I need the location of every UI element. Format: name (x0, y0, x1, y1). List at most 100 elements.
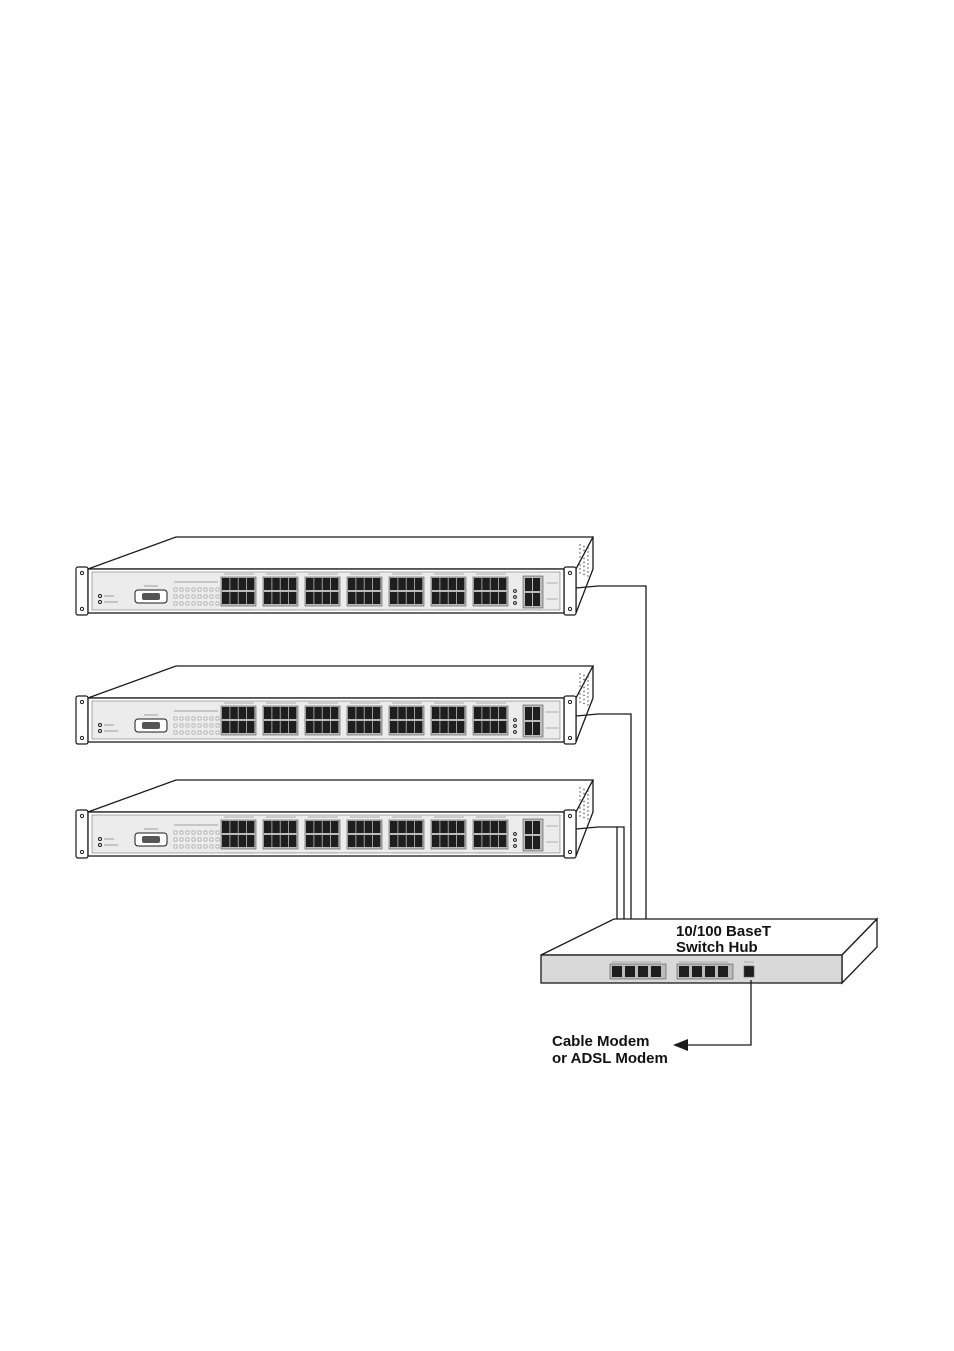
rj45-port (449, 592, 457, 604)
rack-switch-1 (76, 537, 593, 615)
rj45-port (289, 707, 297, 719)
vent-dot (587, 794, 588, 795)
rj45-port (491, 821, 499, 833)
port-led (192, 831, 195, 834)
vent-dot (579, 572, 580, 573)
rj45-port (415, 592, 423, 604)
rj45-port (264, 707, 272, 719)
uplink-port (525, 578, 532, 591)
rj45-port (457, 578, 465, 590)
port-led (192, 838, 195, 841)
port-led (216, 731, 219, 734)
port-led (216, 724, 219, 727)
port-led (204, 595, 207, 598)
vent-dot (579, 556, 580, 557)
rj45-port (474, 835, 482, 847)
port-led (198, 831, 201, 834)
rj45-port (323, 835, 331, 847)
rj45-port (432, 721, 440, 733)
rj45-port (222, 835, 230, 847)
hub-port-group (610, 962, 754, 979)
rj45-port (272, 821, 280, 833)
rj45-port (449, 578, 457, 590)
port-led (180, 588, 183, 591)
vent-dot (583, 687, 584, 688)
vent-dot (583, 805, 584, 806)
port-led (180, 831, 183, 834)
rj45-port (482, 835, 490, 847)
arrow-icon (673, 1039, 688, 1051)
rj45-port (239, 707, 247, 719)
vent-dot (587, 575, 588, 576)
rj45-port (457, 821, 465, 833)
port-led (180, 838, 183, 841)
rj45-port (239, 721, 247, 733)
rj45-port (247, 721, 255, 733)
rj45-port (491, 721, 499, 733)
rj45-port (482, 578, 490, 590)
uplink-led (514, 845, 517, 848)
port-led (186, 595, 189, 598)
vent-dot (583, 813, 584, 814)
rj45-port (331, 721, 339, 733)
rj45-port (230, 821, 238, 833)
rj45-port (457, 721, 465, 733)
rj45-port (432, 821, 440, 833)
rj45-port (289, 721, 297, 733)
rj45-port (348, 592, 356, 604)
port-led (192, 588, 195, 591)
rack-switch-group (76, 537, 593, 858)
vent-dot (583, 546, 584, 547)
vent-dot (583, 789, 584, 790)
port-led (198, 845, 201, 848)
port-led (198, 602, 201, 605)
rj45-port (449, 835, 457, 847)
rj45-port (432, 592, 440, 604)
vent-dot (587, 684, 588, 685)
port-led (174, 588, 177, 591)
rj45-port (222, 707, 230, 719)
vent-dot (579, 807, 580, 808)
rj45-port (474, 821, 482, 833)
rj45-port (264, 578, 272, 590)
vent-dot (579, 560, 580, 561)
port-led (204, 602, 207, 605)
rj45-port (222, 592, 230, 604)
port-led (216, 838, 219, 841)
vent-dot (583, 691, 584, 692)
vent-dot (587, 818, 588, 819)
vent-dot (579, 815, 580, 816)
uplink-port (525, 836, 532, 849)
switch-hub: 10/100 BaseT Switch Hub (541, 919, 877, 983)
uplink-port (525, 821, 532, 834)
rj45-port (373, 578, 381, 590)
hub-port (705, 966, 715, 977)
vent-dot (579, 803, 580, 804)
rj45-port (247, 578, 255, 590)
vent-dot (583, 558, 584, 559)
rj45-port (331, 592, 339, 604)
vent-dot (583, 797, 584, 798)
rj45-port (264, 821, 272, 833)
rj45-port (491, 707, 499, 719)
port-led (192, 595, 195, 598)
rj45-port (440, 721, 448, 733)
rj45-port (314, 707, 322, 719)
vent-dot (583, 793, 584, 794)
rj45-port (281, 721, 289, 733)
rj45-port (272, 578, 280, 590)
port-led (174, 595, 177, 598)
rj45-port (289, 821, 297, 833)
port-led (174, 731, 177, 734)
rack-top (88, 780, 593, 812)
rj45-port (331, 835, 339, 847)
rj45-port (457, 707, 465, 719)
rj45-port (222, 721, 230, 733)
port-led (180, 845, 183, 848)
rj45-port (356, 578, 364, 590)
port-led (180, 731, 183, 734)
vent-dot (583, 699, 584, 700)
port-led (174, 717, 177, 720)
uplink-port (533, 593, 540, 606)
rj45-port (449, 821, 457, 833)
